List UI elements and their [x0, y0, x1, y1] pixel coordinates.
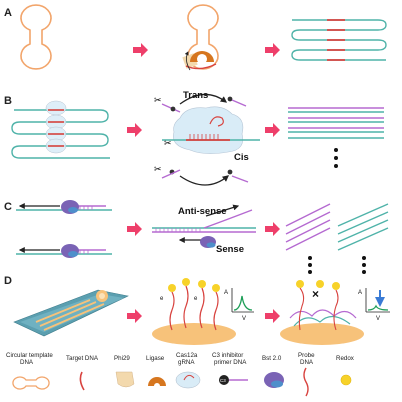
circular-template-dna-a1: [20, 4, 52, 70]
axis-v-label: V: [242, 316, 246, 322]
signal-plot-high: A V: [224, 288, 254, 322]
arrow-icon: [265, 43, 280, 57]
electron-label: e: [160, 296, 164, 302]
legend-ligase-label: Ligase: [146, 355, 165, 362]
circular-template-icon: [12, 376, 50, 390]
svg-text:×: ×: [312, 287, 319, 301]
probe-dna-icon: [303, 367, 309, 397]
legend-target-dna-label: Target DNA: [66, 355, 99, 362]
arrow-icon: [127, 123, 142, 137]
target-dna-icon: [79, 371, 85, 391]
legend-cas12a-label-2: gRNA: [178, 359, 195, 366]
c3-symbol: C3: [220, 378, 226, 383]
amplified-products-c: [285, 203, 389, 274]
arrow-icon: [133, 43, 148, 57]
legend-phi29-label: Phi29: [114, 355, 130, 362]
bst-icon: [264, 372, 284, 388]
electron-label: e: [194, 296, 198, 302]
target-segments-a: [327, 19, 345, 61]
panel-letter-b: B: [4, 95, 12, 107]
template-ligase-complex: [182, 4, 219, 71]
trans-cleavage: ✂ Trans: [154, 90, 247, 113]
legend-circular-template-label: Circular template: [6, 352, 53, 359]
c-strand-top: [16, 200, 112, 214]
axis-v-label: V: [376, 316, 380, 322]
legend: Circular template DNA Target DNA Phi29 L…: [6, 352, 355, 397]
phi29-icon: [115, 371, 135, 388]
cis-label: Cis: [234, 152, 249, 163]
axis-a-label: A: [358, 290, 362, 296]
scissors-icon: ✂: [164, 138, 172, 148]
legend-circular-template-label-2: DNA: [20, 359, 34, 366]
redox-icon: [340, 374, 352, 386]
scissors-icon: ✂: [154, 95, 162, 105]
legend-c3-label-2: primer DNA: [214, 359, 247, 366]
c3-primer-icon: C3: [219, 375, 248, 385]
signal-plot-low: A V: [358, 288, 390, 322]
legend-cas12a-label: Cas12a: [176, 352, 198, 359]
arrow-icon: [265, 309, 280, 323]
amplified-products-b: [288, 107, 384, 168]
arrow-icon: [265, 123, 280, 137]
legend-c3-label: C3 inhibitor: [212, 352, 243, 359]
legend-bst-label: Bst 2.0: [262, 355, 282, 362]
ligase-icon: [148, 377, 166, 386]
legend-probe-label: Probe: [298, 352, 315, 359]
trans-label: Trans: [183, 90, 208, 101]
axis-a-label: A: [224, 290, 228, 296]
cis-cleavage-products: ✂: [154, 164, 249, 186]
arrow-icon: [127, 309, 142, 323]
electrode-after: ×: [280, 280, 364, 345]
electrode-before: e e: [152, 278, 236, 345]
electrode-chip: [13, 289, 129, 337]
arrow-icon: [265, 222, 280, 236]
legend-probe-label-2: DNA: [300, 359, 314, 366]
panel-letter-c: C: [4, 201, 12, 213]
sense-label: Sense: [216, 244, 244, 255]
scissors-icon: ✂: [154, 164, 162, 174]
cas12a-icon: [175, 371, 201, 389]
panel-letter-d: D: [4, 275, 12, 287]
legend-redox-label: Redox: [336, 355, 355, 362]
rca-product-b: [11, 100, 110, 159]
cas12a-complex: ✂ Cis: [162, 106, 260, 163]
c-strand-bottom: [16, 244, 112, 258]
panel-letter-a: A: [4, 7, 12, 19]
strand-displacement: Anti-sense Sense: [152, 204, 256, 255]
anti-sense-label: Anti-sense: [178, 206, 227, 217]
arrow-icon: [127, 222, 142, 236]
